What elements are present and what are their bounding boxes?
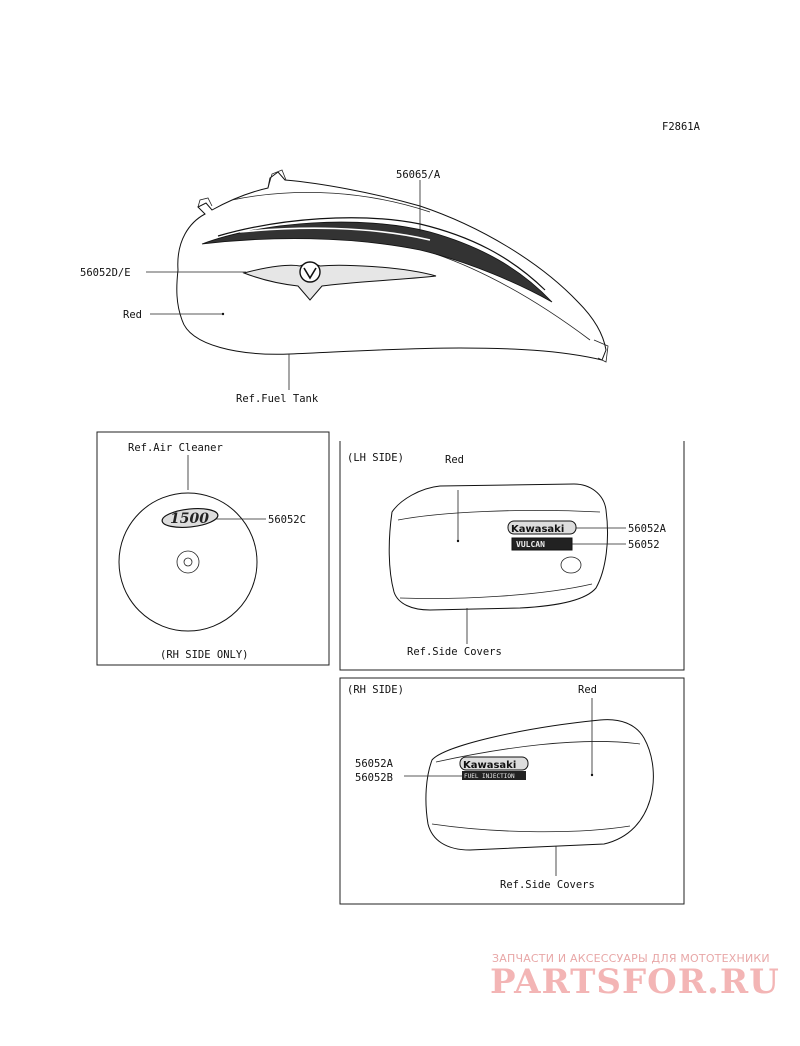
air-cleaner-panel — [96, 431, 330, 666]
ref-air-cleaner-label: Ref.Air Cleaner — [128, 442, 223, 454]
watermark-logo: PARTSFOR.RU — [490, 962, 780, 1002]
rh-side-cover: Kawasaki FUEL INJECTION — [425, 719, 654, 851]
lh-ref-side-covers: Ref.Side Covers — [407, 646, 502, 658]
figure-code: F2861A — [662, 121, 701, 133]
lh-kawasaki-emblem: Kawasaki — [511, 524, 564, 535]
air-cleaner-cover: 1500 — [118, 492, 258, 632]
rh-side-panel — [339, 677, 685, 905]
rh-side-only-note: (RH SIDE ONLY) — [160, 649, 249, 661]
rh-part-b-label: 56052B — [355, 772, 393, 784]
fuel-tank-drawing — [176, 169, 609, 363]
lh-model-badge: VULCAN — [516, 540, 545, 549]
watermark-tagline: ЗАПЧАСТИ И АКСЕССУАРЫ ДЛЯ МОТОТЕХНИКИ — [492, 952, 770, 965]
rh-ref-side-covers: Ref.Side Covers — [500, 879, 595, 891]
rh-side-title: (RH SIDE) — [347, 684, 404, 696]
tank-color-label: Red — [123, 309, 142, 321]
rh-part-a-label: 56052A — [355, 758, 394, 770]
lh-part-a-label: 56052A — [628, 523, 667, 535]
rh-kawasaki-emblem: Kawasaki — [463, 760, 516, 771]
emblem-1500-text: 1500 — [170, 511, 209, 527]
lh-side-panel — [339, 441, 685, 671]
lh-side-cover: Kawasaki VULCAN — [388, 483, 608, 611]
lh-color-label: Red — [445, 454, 464, 466]
rh-fuel-injection-badge: FUEL INJECTION — [464, 773, 515, 780]
part-air-cleaner-label: 56052C — [268, 514, 306, 526]
part-emblem-label: 56052D/E — [80, 267, 131, 279]
lh-part-b-label: 56052 — [628, 539, 660, 551]
part-stripe-label: 56065/A — [396, 169, 441, 181]
ref-fuel-tank-label: Ref.Fuel Tank — [236, 393, 319, 405]
lh-side-title: (LH SIDE) — [347, 452, 404, 464]
rh-color-label: Red — [578, 684, 597, 696]
